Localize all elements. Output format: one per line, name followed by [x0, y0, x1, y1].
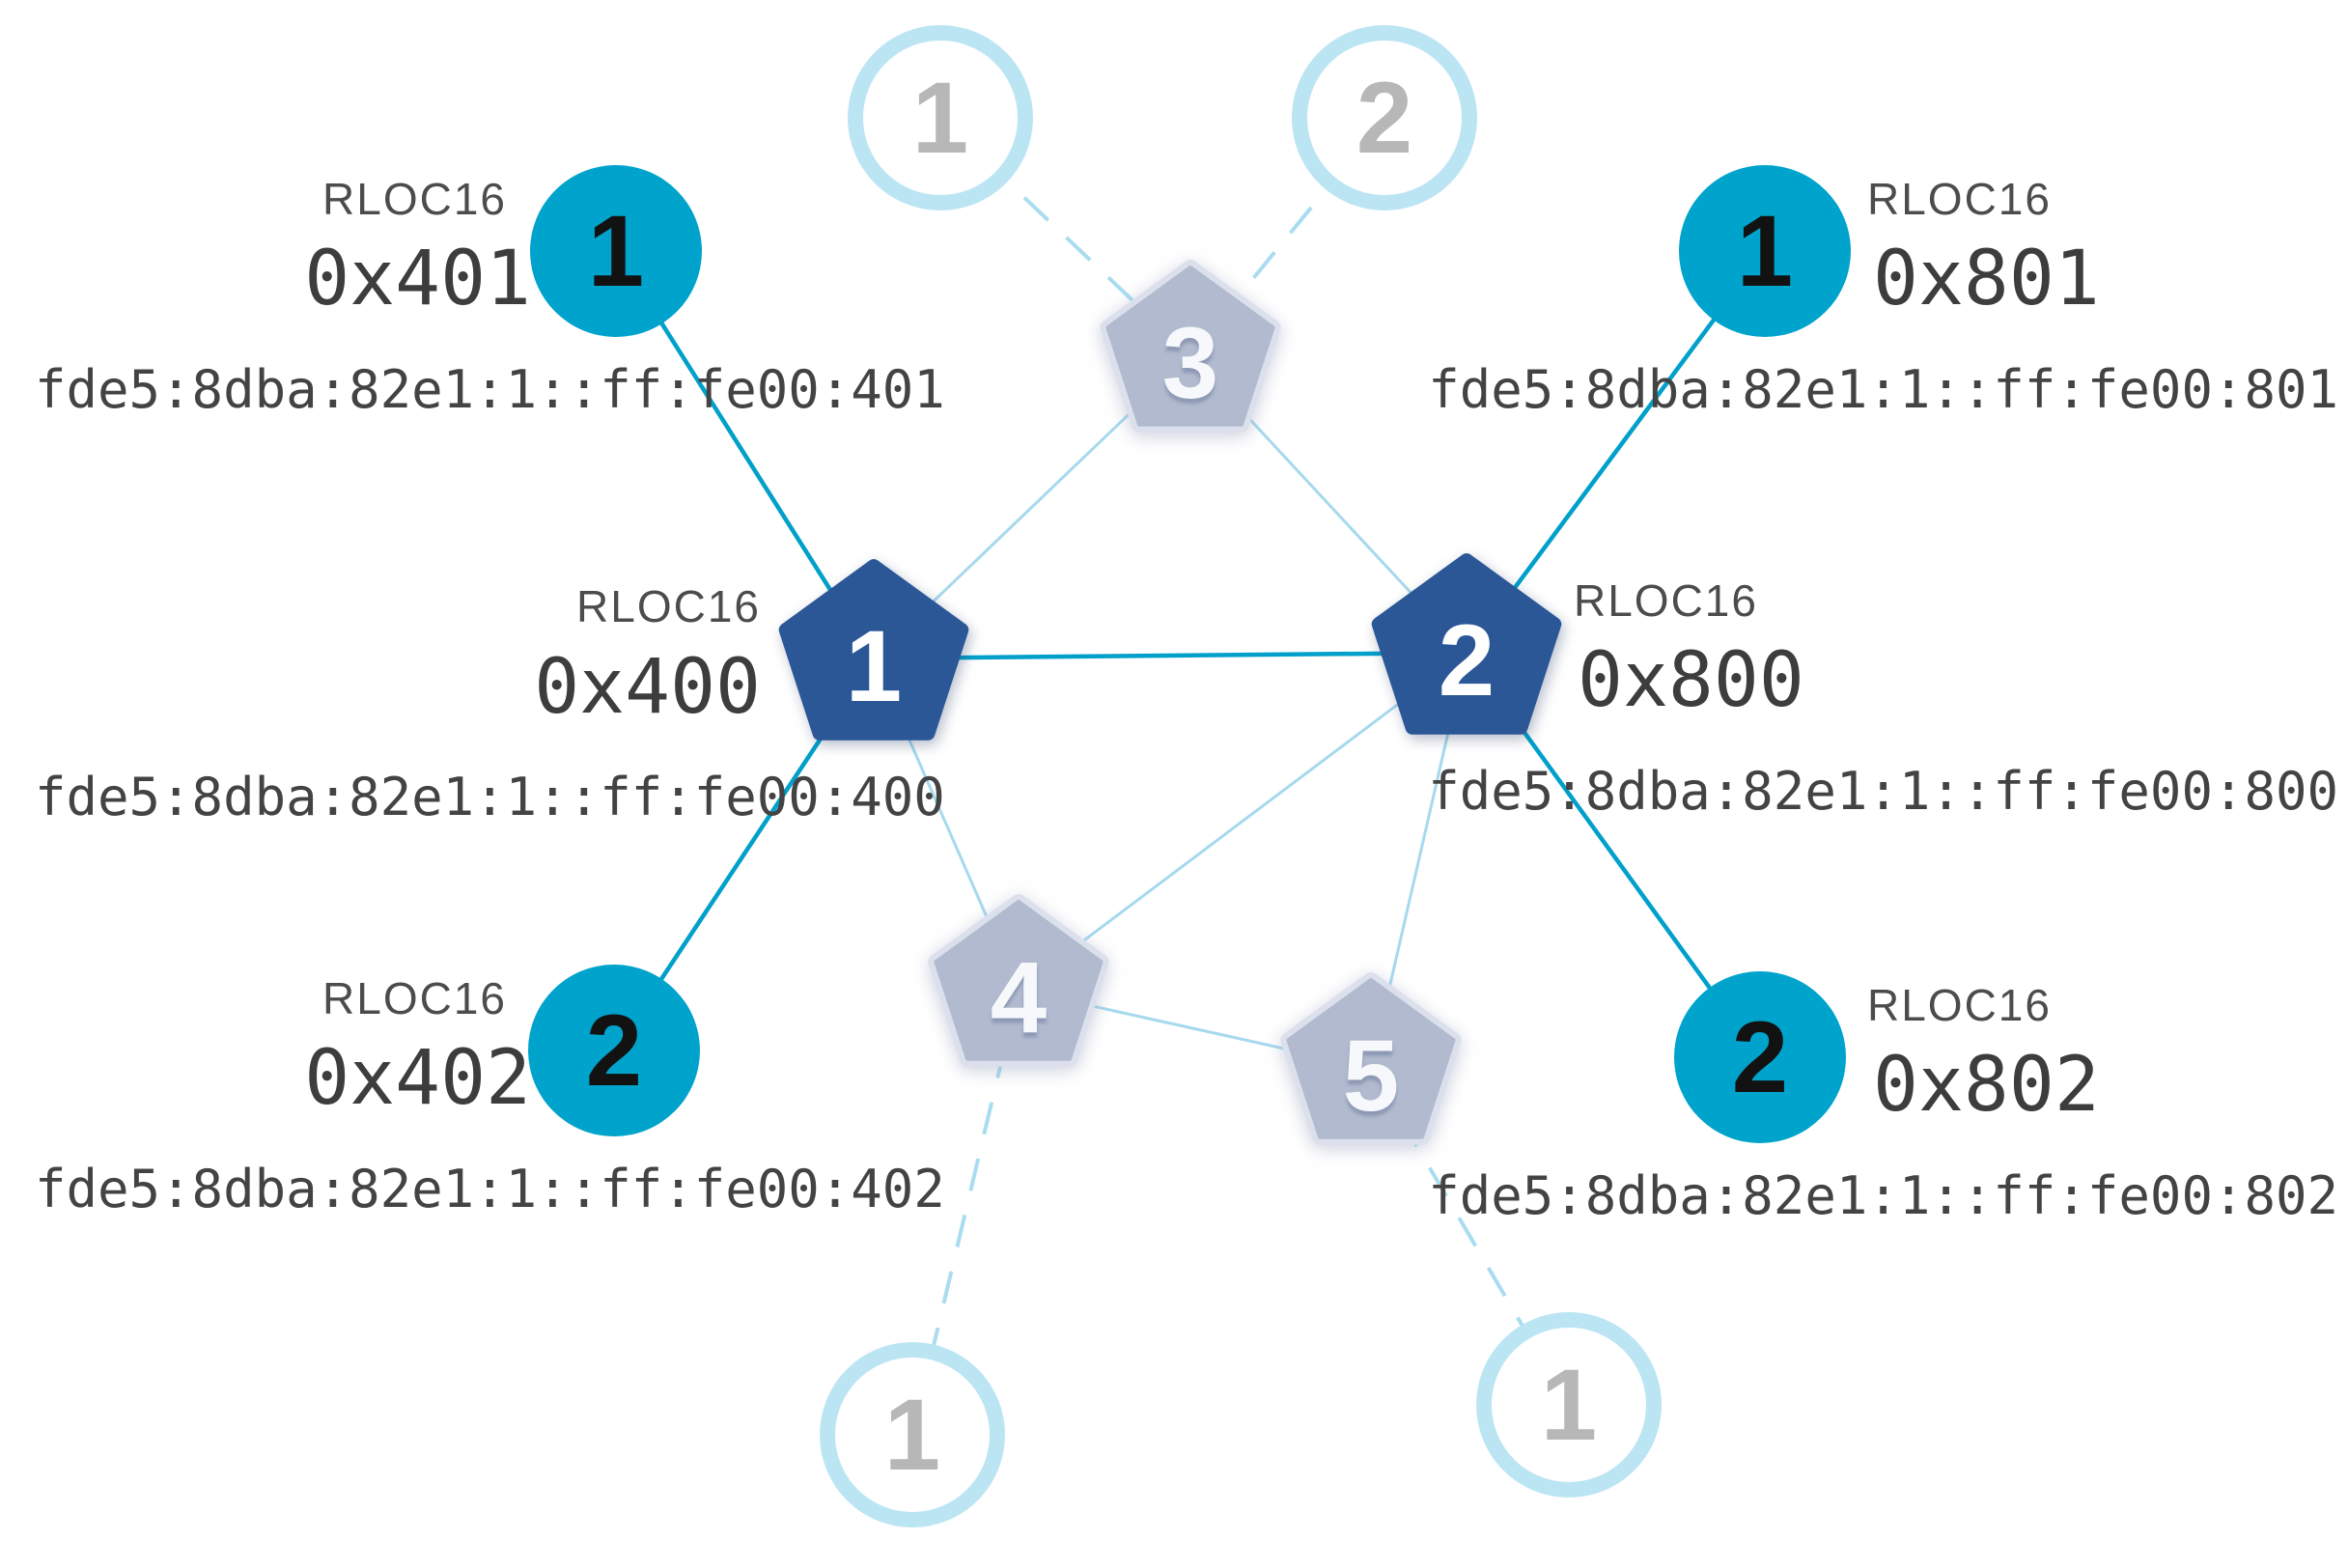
- node-number: 4: [990, 940, 1048, 1054]
- link-router_1-router_2: [873, 650, 1468, 661]
- inactive-child-node-bottom-right[interactable]: 1: [1476, 1312, 1662, 1498]
- inactive-child-node-bottom-left[interactable]: 1: [820, 1342, 1005, 1527]
- inactive-child-node-top-1[interactable]: 1: [848, 25, 1033, 210]
- child-node-801[interactable]: 1: [1679, 165, 1851, 337]
- node-number: 1: [1736, 194, 1794, 308]
- node-number: 1: [1540, 1348, 1598, 1462]
- node-number: 1: [587, 194, 645, 308]
- pentagon-shape: [928, 894, 1109, 1067]
- ipv6-address-bottom-right: fde5:8dba:82e1:1::ff:fe00:802: [1428, 1165, 2338, 1226]
- node-number: 3: [1161, 306, 1219, 420]
- ipv6-address-top-right: fde5:8dba:82e1:1::ff:fe00:801: [1428, 359, 2338, 420]
- node-number: 2: [1356, 61, 1413, 175]
- pentagon-shape: [1100, 260, 1281, 433]
- node-number: 2: [1731, 1000, 1789, 1114]
- inactive-child-node-top-2[interactable]: 2: [1292, 25, 1477, 210]
- rloc16-value-mid-left: 0x400: [534, 644, 761, 731]
- child-node-802[interactable]: 2: [1674, 971, 1846, 1143]
- rloc16-value-mid-right: 0x800: [1578, 637, 1804, 724]
- node-number: 1: [911, 61, 969, 175]
- ipv6-address-mid-right: fde5:8dba:82e1:1::ff:fe00:800: [1428, 761, 2338, 822]
- node-number: 2: [585, 994, 643, 1107]
- node-number: 1: [883, 1378, 941, 1492]
- ipv6-address-mid-left: fde5:8dba:82e1:1::ff:fe00:400: [35, 767, 945, 827]
- router-node-2[interactable]: 2: [1360, 552, 1573, 753]
- router-node-3[interactable]: 3: [1089, 259, 1292, 452]
- ipv6-address-top-left: fde5:8dba:82e1:1::ff:fe00:401: [35, 359, 945, 420]
- ipv6-address-bottom-left: fde5:8dba:82e1:1::ff:fe00:402: [35, 1159, 945, 1219]
- child-node-401[interactable]: 1: [530, 165, 702, 337]
- router-node-5[interactable]: 5: [1270, 971, 1472, 1164]
- rloc16-caption-mid-right: RLOC16: [1574, 575, 1758, 626]
- pentagon-shape: [1371, 553, 1562, 735]
- rloc16-value-top-left: 0x401: [304, 236, 531, 322]
- node-number: 2: [1438, 603, 1495, 717]
- node-number: 1: [845, 609, 903, 723]
- router-node-1[interactable]: 1: [768, 558, 980, 759]
- rloc16-value-top-right: 0x801: [1873, 236, 2100, 322]
- link-router_2-router_4: [1018, 651, 1468, 992]
- node-number: 5: [1342, 1019, 1400, 1133]
- rloc16-caption-mid-left: RLOC16: [576, 581, 761, 631]
- rloc16-caption-top-right: RLOC16: [1867, 174, 2052, 224]
- rloc16-value-bottom-right: 0x802: [1873, 1042, 2100, 1129]
- rloc16-caption-bottom-left: RLOC16: [322, 973, 507, 1023]
- rloc16-value-bottom-left: 0x402: [304, 1035, 531, 1122]
- rloc16-caption-top-left: RLOC16: [322, 174, 507, 224]
- child-node-402[interactable]: 2: [528, 965, 700, 1136]
- rloc16-caption-bottom-right: RLOC16: [1867, 980, 2052, 1030]
- pentagon-shape: [778, 559, 969, 741]
- pentagon-shape: [1280, 972, 1462, 1145]
- router-node-4[interactable]: 4: [917, 893, 1120, 1086]
